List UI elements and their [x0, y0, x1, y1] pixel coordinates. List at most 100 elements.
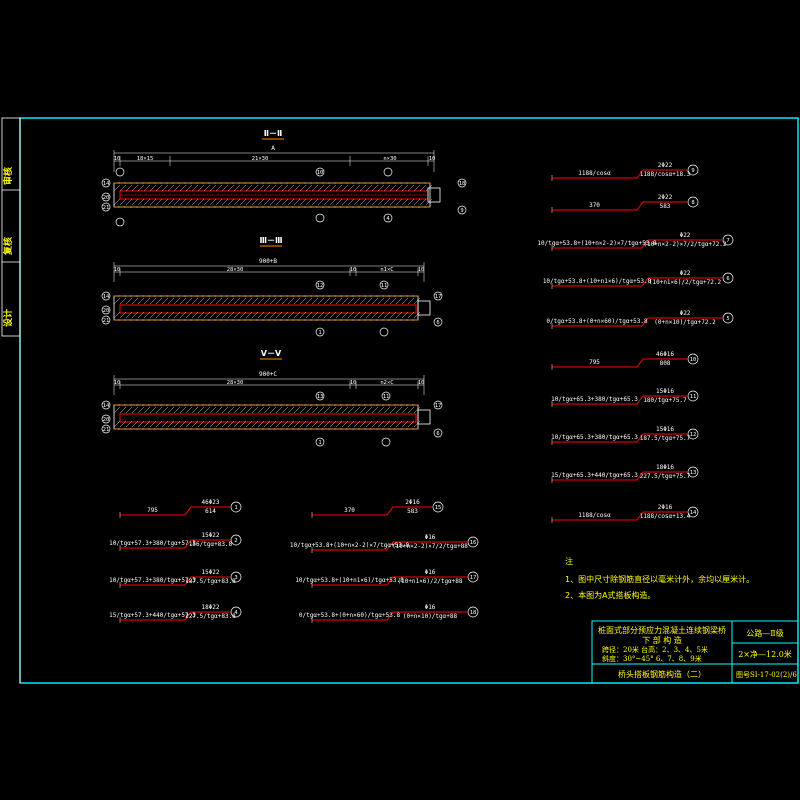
hatch-line — [365, 311, 373, 319]
rebar-number-circle — [687, 164, 699, 176]
hatch-line — [359, 184, 367, 192]
rebar-number: 13 — [690, 470, 697, 476]
hatch-line — [155, 198, 163, 206]
hatch-line — [113, 198, 121, 206]
hatch-line — [215, 311, 223, 319]
rebar-number: 11 — [690, 394, 697, 400]
hatch-line — [227, 406, 235, 414]
hatch-line — [425, 184, 433, 192]
hatch-line — [167, 198, 175, 206]
hatch-line — [173, 311, 181, 319]
hatch-line — [257, 297, 265, 305]
hatch-line — [173, 184, 181, 192]
hatch-line — [167, 297, 175, 305]
rebar-left-length: 10/tgα+53.8+(10+n×2-2)×7/tgα+53.8 — [290, 542, 410, 549]
hatch-line — [293, 420, 301, 428]
rebar-number: 5 — [726, 316, 729, 322]
rebar-shape — [120, 576, 230, 586]
hatch-line — [197, 297, 205, 305]
hatch-line — [245, 297, 253, 305]
rebar-number: 18 — [470, 610, 477, 616]
hatch-line — [287, 198, 295, 206]
hatch-line — [191, 420, 199, 428]
hatch-line — [167, 184, 175, 192]
rebar-number: 17 — [470, 575, 477, 581]
rebar-number-circle — [467, 536, 479, 548]
hatch-line — [143, 311, 151, 319]
hatch-line — [407, 420, 415, 428]
hatch-line — [125, 198, 133, 206]
hatch-line — [113, 184, 121, 192]
hatch-line — [203, 184, 211, 192]
section-ii-dim-1: 10 — [114, 156, 121, 162]
rebar-right-length: (10+n1×6)/2/tgα+72.2 — [649, 279, 722, 286]
section-v-tag-14: 14 — [103, 403, 110, 409]
hatch-line — [167, 311, 175, 319]
hatch-line — [401, 297, 409, 305]
rebar-left-length: 10/tgα+53.8+(10+n1×6)/tgα+53.8 — [543, 278, 652, 285]
hatch-line — [155, 406, 163, 414]
rebar-top-spec: 15Φ22 — [201, 532, 219, 539]
section-v-tag-17: 17 — [435, 403, 442, 409]
hatch-line — [353, 198, 361, 206]
hatch-line — [119, 184, 127, 192]
hatch-line — [173, 406, 181, 414]
hatch-line — [263, 406, 271, 414]
hatch-line — [329, 297, 337, 305]
rebar-17: 10/tgα+53.8+(10+n1×6)/tgα+53.8Φ16(10+n1×… — [295, 569, 479, 588]
hatch-line — [377, 297, 385, 305]
hatch-line — [347, 420, 355, 428]
rebar-left-length: 0/tgα+53.8+(0+n×60)/tgα+53.8 — [299, 612, 401, 619]
hatch-line — [233, 311, 241, 319]
rebar-number: 14 — [690, 510, 697, 516]
hatch-line — [221, 406, 229, 414]
hatch-line — [161, 311, 169, 319]
rebar-shape — [552, 433, 687, 443]
rebar-right-length: (0+n×10)/tgα+88 — [403, 613, 458, 620]
section-v-tag-11: 11 — [383, 394, 390, 400]
rebar-number-circle — [722, 272, 734, 284]
hatch-line — [239, 198, 247, 206]
rebar-right-length: (0+n×10)/tgα+72.2 — [654, 319, 716, 326]
section-iii-tag-17: 17 — [435, 294, 442, 300]
hatch-line — [365, 198, 373, 206]
hatch-line — [119, 311, 127, 319]
hatch-line — [251, 297, 259, 305]
rebar-shape — [312, 541, 467, 551]
section-iii: Ⅲ－Ⅲ 900+B 10 28×30 10 n1×C 10 14 20 21 1… — [101, 236, 443, 337]
hatch-line — [299, 406, 307, 414]
hatch-line — [251, 184, 259, 192]
hatch-line — [317, 297, 325, 305]
hatch-line — [371, 198, 379, 206]
hatch-line — [269, 420, 277, 428]
hatch-line — [353, 420, 361, 428]
rebar-top-spec: 15Φ16 — [656, 388, 674, 395]
hatch-line — [275, 420, 283, 428]
hatch-line — [281, 297, 289, 305]
hatch-line — [113, 297, 121, 305]
hatch-line — [281, 406, 289, 414]
hatch-line — [263, 297, 271, 305]
hatch-line — [305, 420, 313, 428]
hatch-line — [131, 198, 139, 206]
hatch-line — [323, 198, 331, 206]
hatch-line — [185, 184, 193, 192]
hatch-line — [407, 406, 415, 414]
rebar-top-spec: Φ16 — [425, 534, 436, 541]
hatch-line — [407, 184, 415, 192]
hatch-line — [125, 420, 133, 428]
tb-number: 图号SI-17-02(2)/6 — [736, 671, 797, 679]
rebar-4: 15/tgα+57.3+440/tgα+57.318Φ22227.5/tgα+8… — [109, 604, 242, 623]
rebar-shape — [312, 576, 467, 586]
section-iii-tag-11: 11 — [381, 283, 388, 289]
hatch-line — [125, 297, 133, 305]
hatch-line — [329, 420, 337, 428]
rebar-shape — [552, 239, 722, 249]
rebar-number: 10 — [690, 357, 697, 363]
rebar-number: 12 — [690, 432, 697, 438]
hatch-line — [347, 198, 355, 206]
